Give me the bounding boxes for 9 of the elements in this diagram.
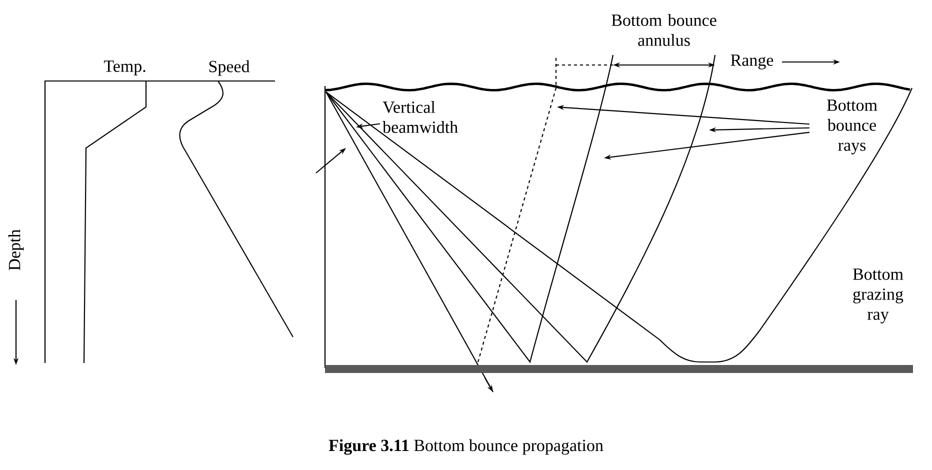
text-label: Bottom bounce rays bbox=[826, 100, 878, 154]
text-label: Bottom bounce annulus bbox=[612, 14, 716, 46]
text-label: Range bbox=[730, 54, 774, 70]
text-label: Depth bbox=[8, 229, 24, 270]
text-label: Vertical beamwidth bbox=[382, 101, 458, 133]
text-label: Speed bbox=[209, 60, 250, 76]
figure-caption: Figure 3.11 Bottom bounce propagation bbox=[328, 439, 604, 455]
text-label: Bottom grazing ray bbox=[852, 268, 904, 324]
text-label: Temp. bbox=[104, 60, 146, 76]
